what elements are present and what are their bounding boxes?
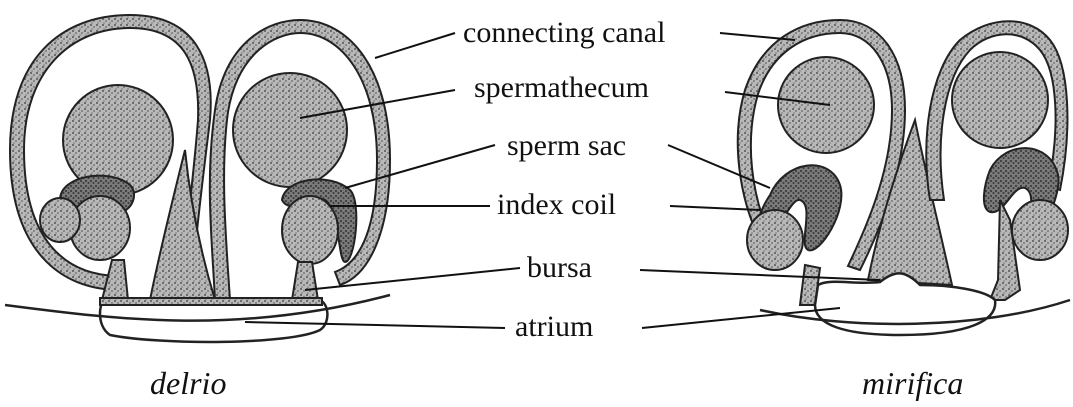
species-label-left: delrio <box>150 365 226 401</box>
delrio-right-index-coil <box>282 196 338 264</box>
labels: connecting canal spermathecum sperm sac … <box>463 16 665 343</box>
label-connecting-canal: connecting canal <box>463 16 665 49</box>
label-sperm-sac: sperm sac <box>507 129 626 162</box>
label-spermathecum: spermathecum <box>474 71 649 104</box>
delrio-specimen <box>5 15 390 342</box>
mirifica-right-index-coil <box>1012 200 1068 260</box>
species-label-right: mirifica <box>862 365 963 401</box>
delrio-left-coil-lobe <box>40 198 80 242</box>
mirifica-left-index-coil <box>747 210 803 270</box>
leader-connecting-canal-left <box>375 33 455 58</box>
leader-sperm-sac-right <box>668 145 770 188</box>
delrio-right-duct <box>292 262 318 300</box>
leader-sperm-sac-left <box>345 145 495 188</box>
delrio-right-spermathecum <box>233 73 347 187</box>
label-atrium: atrium <box>515 310 593 343</box>
delrio-atrium-rim <box>100 298 322 305</box>
mirifica-atrium <box>815 273 995 335</box>
label-index-coil: index coil <box>497 188 616 221</box>
mirifica-specimen <box>738 20 1070 335</box>
label-bursa: bursa <box>527 251 592 284</box>
leader-bursa-right <box>640 270 880 280</box>
mirifica-right-spermathecum <box>952 52 1048 148</box>
